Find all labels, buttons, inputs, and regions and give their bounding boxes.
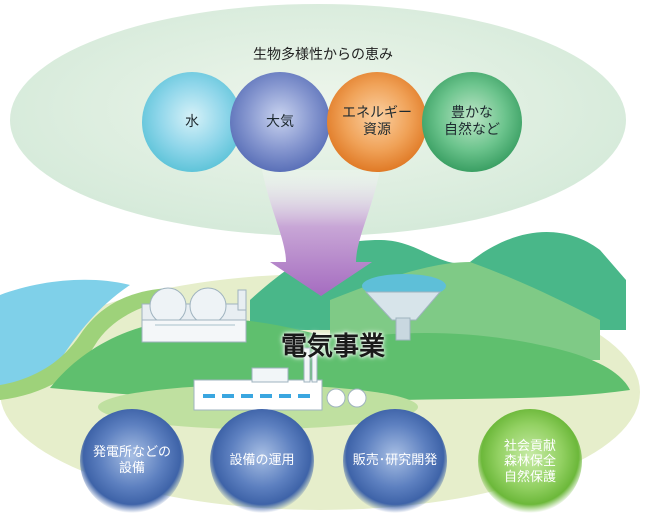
energy-bubble (327, 72, 427, 172)
air-text: 大気 (266, 113, 294, 130)
energy-line-2: 資源 (363, 122, 391, 138)
water-bubble (142, 72, 242, 172)
operation-label: 設備の運用 (208, 441, 316, 481)
sales-rnd-bubble (343, 409, 447, 513)
nature-line-1: 豊かな (451, 105, 493, 122)
contribution-label: 社会貢献 森林保全 自然保護 (476, 434, 584, 490)
operation-bubble (210, 409, 314, 513)
dam (362, 274, 446, 341)
operation-text: 設備の運用 (229, 453, 295, 469)
nature-label: 豊かな 自然など (422, 100, 522, 144)
center-title: 電気事業 (280, 332, 385, 362)
contribution-line-1: 社会貢献 (503, 438, 556, 454)
header-title: 生物多様性からの恵み (253, 47, 393, 63)
sales-rnd-label: 販売･研究開発 (341, 441, 449, 481)
sales-rnd-text: 販売･研究開発 (352, 453, 438, 469)
nuclear-plant (141, 287, 247, 343)
contribution-line-3: 自然保護 (503, 469, 556, 485)
flow-arrow (262, 170, 380, 296)
energy-line-1: エネルギー (342, 105, 412, 122)
nature-line-2: 自然など (444, 122, 500, 138)
facilities-line-2: 設備 (118, 461, 145, 476)
river-shore (0, 288, 170, 400)
contribution-line-2: 森林保全 (503, 454, 556, 470)
air-label: 大気 (230, 102, 330, 142)
contribution-bubble (478, 409, 582, 513)
river (0, 279, 130, 385)
nature-bubble (422, 72, 522, 172)
facilities-label: 発電所などの 設備 (78, 441, 186, 481)
water-label: 水 (142, 102, 242, 142)
air-bubble (230, 72, 330, 172)
facilities-bubble (80, 409, 184, 513)
water-text: 水 (185, 113, 199, 130)
energy-label: エネルギー 資源 (327, 100, 427, 144)
facilities-line-1: 発電所などの (92, 445, 171, 461)
